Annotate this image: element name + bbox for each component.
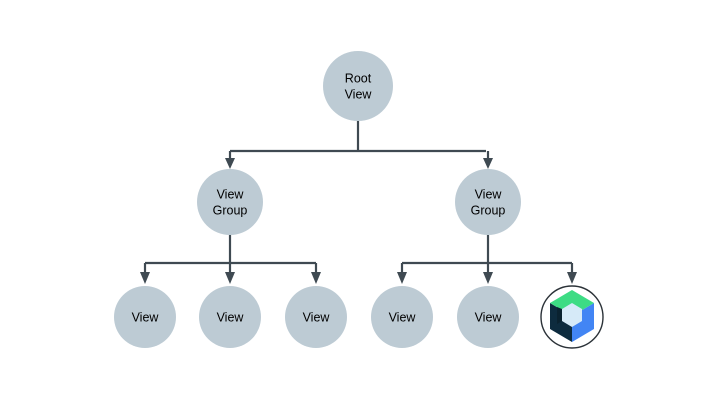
node-view-leaf-3[interactable]: View [285,286,347,348]
node-view-group-right-label-line1: View [475,187,503,201]
arrowhead-leaf-3 [311,272,321,284]
arrowhead-leaf-4 [397,272,407,284]
arrowhead-leaf-compose [567,272,577,284]
node-view-group-left[interactable]: View Group [197,169,263,235]
arrowhead-leaf-5 [483,272,493,284]
node-view-leaf-1[interactable]: View [114,286,176,348]
node-view-leaf-4-label: View [389,310,417,324]
node-root-view[interactable]: Root View [323,51,393,121]
arrowhead-group-left [225,158,235,169]
node-view-leaf-5-circle [457,286,519,348]
node-view-leaf-1-circle [114,286,176,348]
arrowhead-group-right [483,158,493,169]
node-view-leaf-2[interactable]: View [199,286,261,348]
node-view-leaf-2-label: View [217,310,245,324]
node-view-leaf-4-circle [371,286,433,348]
node-view-leaf-5[interactable]: View [457,286,519,348]
node-view-leaf-5-label: View [475,310,503,324]
node-view-group-left-label-line1: View [217,187,245,201]
edge-group-left-to-leaves [140,235,321,284]
node-root-view-label-line2: View [345,87,373,101]
arrowhead-leaf-2 [225,272,235,284]
node-view-group-left-label-line2: Group [213,203,248,217]
edge-group-right-to-leaves [397,235,577,284]
node-root-view-label-line1: Root [345,71,372,85]
edge-root-to-groups [225,121,493,169]
node-compose-leaf[interactable] [540,285,604,349]
node-view-leaf-3-label: View [303,310,331,324]
node-view-group-right-label-line2: Group [471,203,506,217]
node-view-leaf-1-label: View [132,310,160,324]
jetpack-compose-logo-icon [550,290,594,342]
node-view-group-right[interactable]: View Group [455,169,521,235]
arrowhead-leaf-1 [140,272,150,284]
node-view-leaf-3-circle [285,286,347,348]
node-root-view-circle [323,51,393,121]
node-view-leaf-2-circle [199,286,261,348]
node-view-group-right-circle [455,169,521,235]
node-view-group-left-circle [197,169,263,235]
node-view-leaf-4[interactable]: View [371,286,433,348]
